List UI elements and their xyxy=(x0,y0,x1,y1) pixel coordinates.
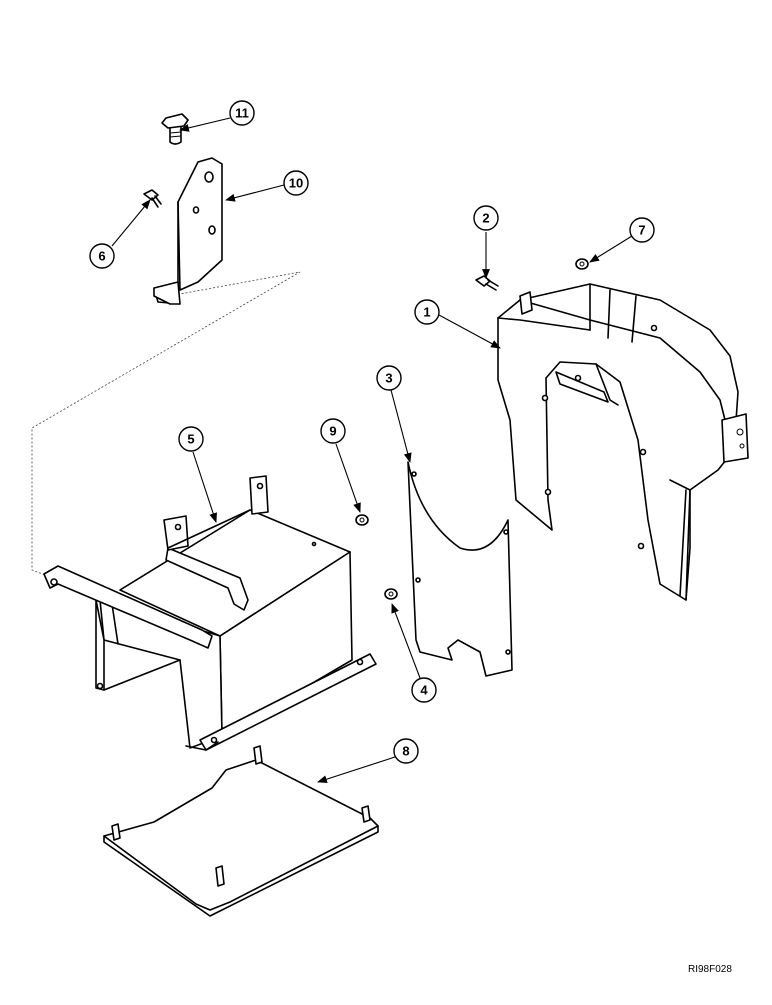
callout-6: 6 xyxy=(89,243,115,269)
part-5-box xyxy=(43,475,377,751)
callout-7: 7 xyxy=(629,217,655,243)
svg-text:10: 10 xyxy=(289,176,303,191)
part-2-screw xyxy=(475,275,499,291)
part-4-nut xyxy=(384,588,398,600)
part-3-plate xyxy=(407,461,513,677)
svg-text:7: 7 xyxy=(638,223,645,238)
svg-text:3: 3 xyxy=(385,371,392,386)
svg-text:5: 5 xyxy=(187,432,194,447)
part-9-nut xyxy=(355,514,369,526)
svg-text:1: 1 xyxy=(423,305,430,320)
svg-text:11: 11 xyxy=(235,106,249,121)
callout-10: 10 xyxy=(283,170,309,196)
svg-text:6: 6 xyxy=(98,249,105,264)
part-10-bracket xyxy=(153,157,223,305)
part-6-screw xyxy=(143,189,162,208)
callout-1: 1 xyxy=(414,299,440,325)
leader-lines xyxy=(111,117,633,784)
callout-2: 2 xyxy=(473,205,499,231)
callout-8: 8 xyxy=(393,738,419,764)
drawing-code: RI98F028 xyxy=(688,964,732,975)
part-1-shroud xyxy=(497,283,749,601)
svg-text:2: 2 xyxy=(482,211,489,226)
callout-9: 9 xyxy=(320,418,346,444)
svg-text:8: 8 xyxy=(402,744,409,759)
callout-3: 3 xyxy=(376,365,402,391)
callout-4: 4 xyxy=(411,677,437,703)
part-8-plate xyxy=(103,745,379,917)
callout-5: 5 xyxy=(178,426,204,452)
part-7-nut xyxy=(575,258,589,270)
alignment-dashed-line xyxy=(31,271,301,576)
svg-text:4: 4 xyxy=(420,683,428,698)
svg-text:9: 9 xyxy=(329,424,336,439)
callout-11: 11 xyxy=(229,100,255,126)
